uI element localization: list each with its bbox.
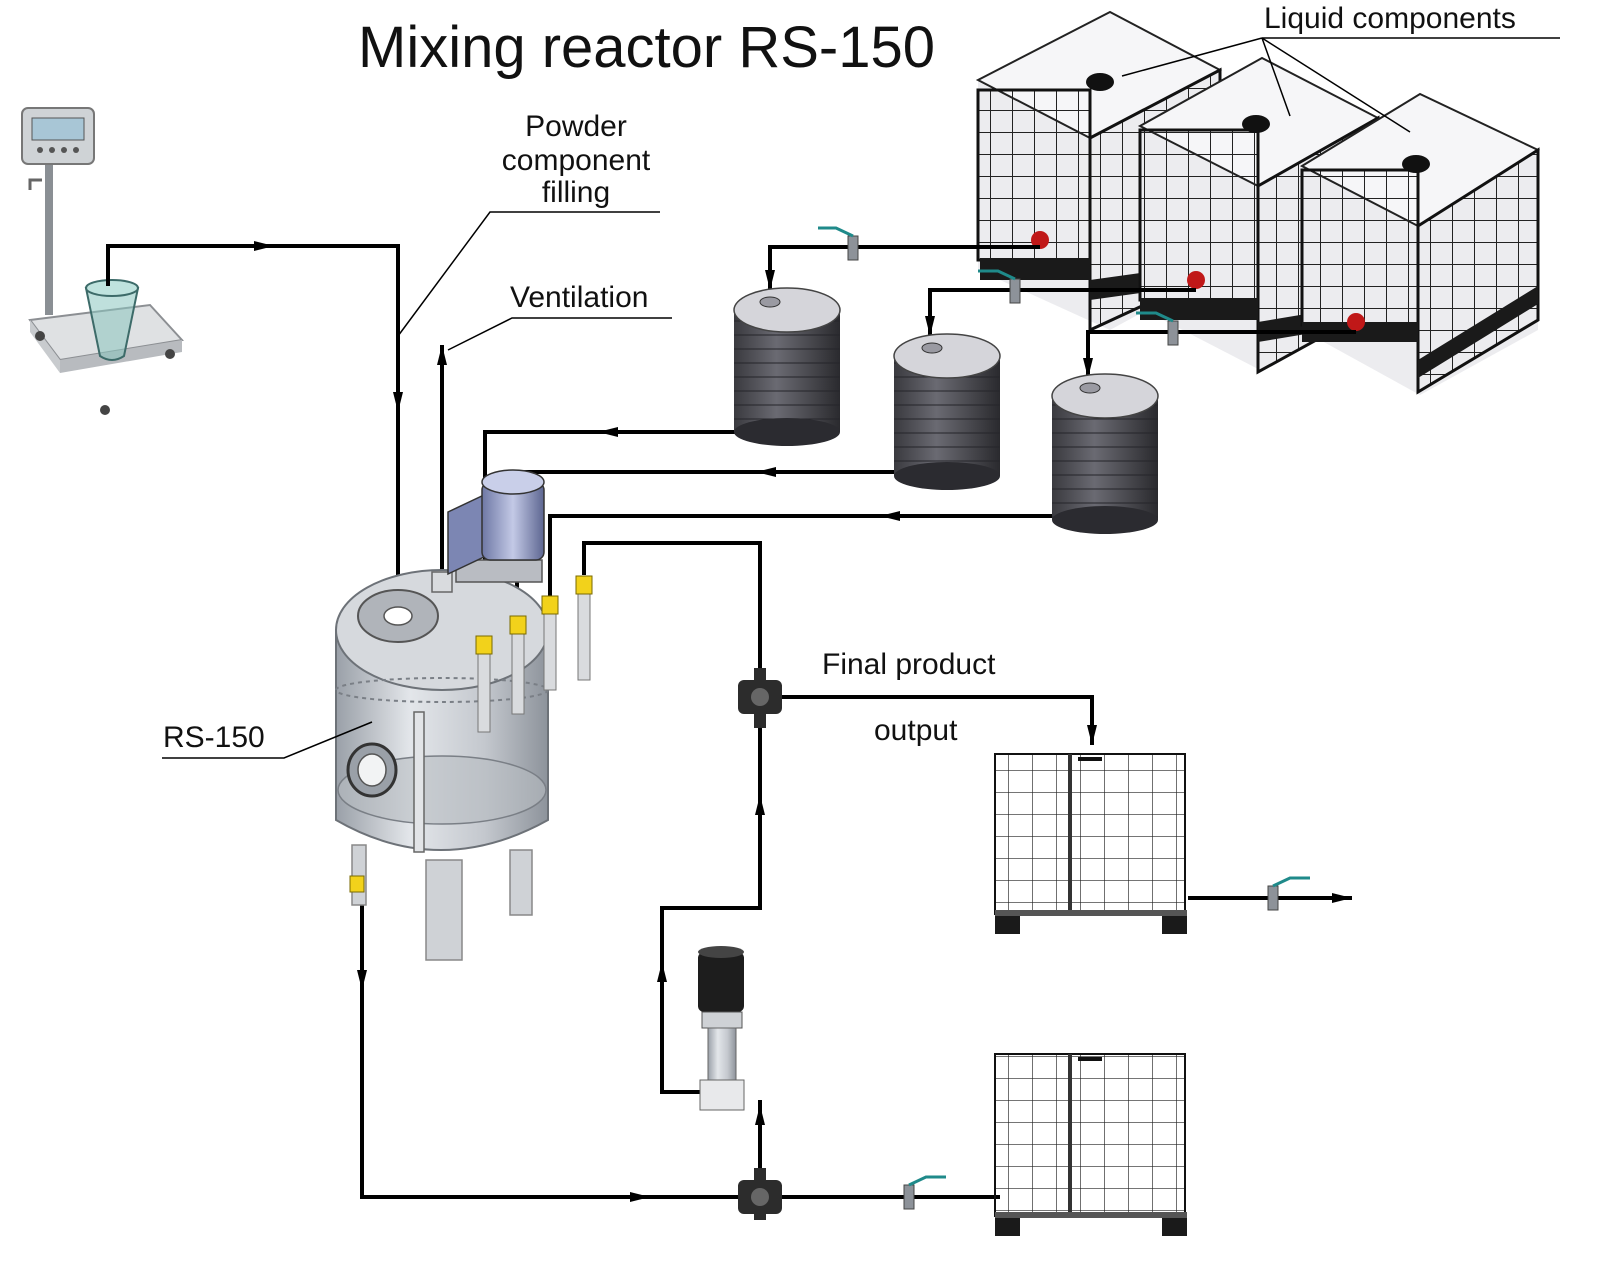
ball-valve-icon — [818, 226, 859, 261]
label-ventilation: Ventilation — [510, 281, 649, 314]
ball-valve-icon — [903, 1175, 946, 1210]
storage-tank-icon — [1051, 373, 1159, 534]
label-final-product: Final product — [822, 648, 996, 681]
mixing-reactor — [335, 569, 593, 961]
motor-icon — [447, 469, 545, 583]
storage-tank-icon — [893, 333, 1001, 490]
three-way-valve-icon — [738, 1168, 782, 1220]
ball-valve-icon — [1267, 876, 1310, 911]
label-liquid-components: Liquid components — [1264, 2, 1516, 35]
scale-icon — [0, 100, 200, 430]
leader-lines — [162, 211, 672, 759]
label-reactor: RS-150 — [163, 721, 265, 754]
liquid-ibc-containers — [975, 10, 1560, 395]
label-output: output — [874, 714, 958, 747]
label-powder-line3: filling — [541, 176, 611, 209]
ibc-container-icon — [994, 1053, 1187, 1236]
page-title: Mixing reactor RS-150 — [358, 15, 935, 80]
ibc-container-icon — [994, 753, 1187, 934]
label-powder-line1: Powder — [525, 110, 627, 143]
ibc-container-icon — [1299, 92, 1541, 395]
pump-icon — [698, 946, 745, 1111]
ball-valve-icon — [1136, 311, 1179, 346]
label-powder-line2: component — [501, 144, 651, 177]
three-way-valve-icon — [738, 668, 782, 728]
storage-tank-icon — [733, 287, 841, 446]
ball-valve-icon — [978, 269, 1021, 304]
